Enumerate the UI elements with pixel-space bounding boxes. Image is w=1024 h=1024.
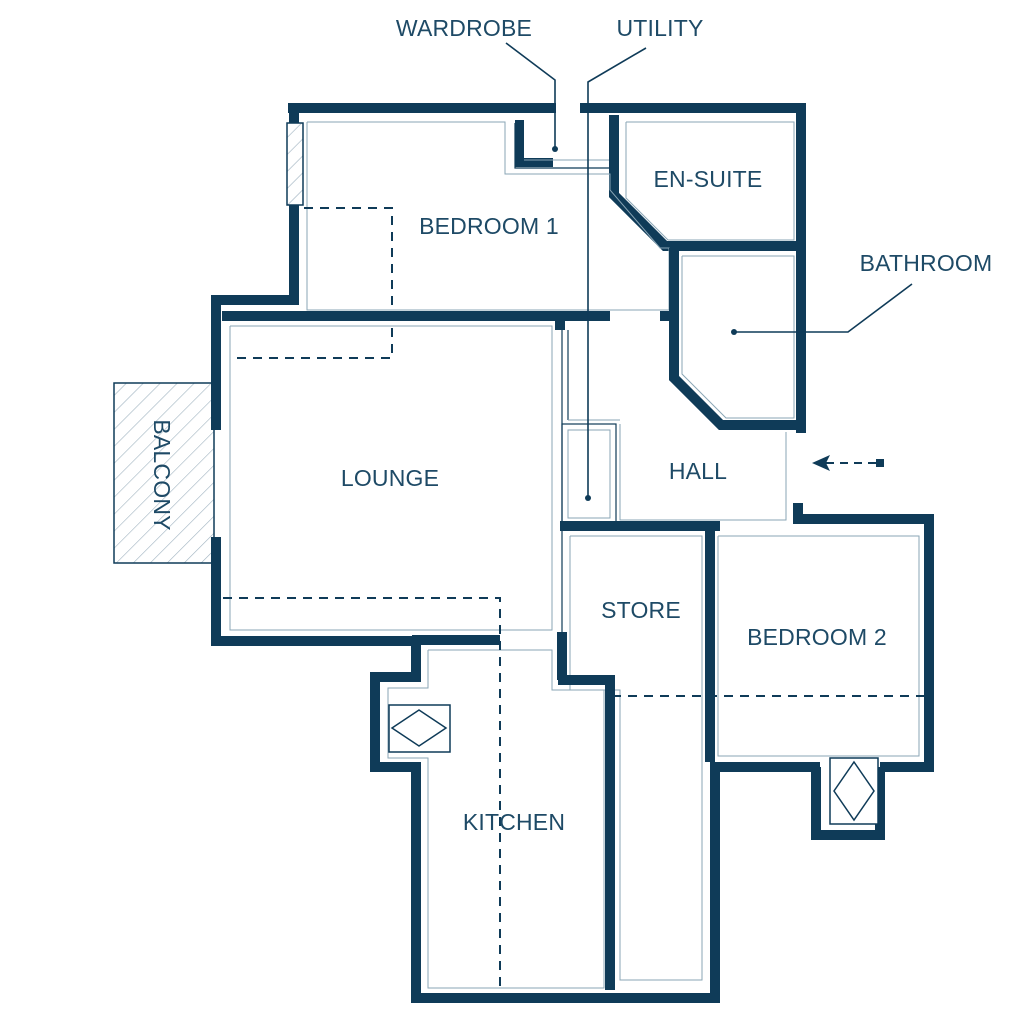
label-wardrobe: WARDROBE [396,15,532,41]
label-bathroom: BATHROOM [860,250,993,276]
bedroom2-window [829,757,879,825]
interior-walls [222,115,920,990]
label-bedroom1: BEDROOM 1 [419,213,559,239]
label-hall: HALL [669,458,727,484]
label-en-suite: EN-SUITE [654,166,763,192]
label-utility: UTILITY [616,15,703,41]
label-bedroom2: BEDROOM 2 [747,624,887,650]
dashed-lines [223,207,924,995]
entrance-arrow-icon [812,455,884,471]
leader-lines [505,42,913,501]
label-lounge: LOUNGE [341,465,439,491]
bedroom1-window [286,122,304,206]
outer-walls [211,103,934,1003]
label-balcony: BALCONY [149,419,175,530]
kitchen-window [388,704,451,753]
label-kitchen: KITCHEN [463,809,565,835]
label-store: STORE [601,597,681,623]
balcony [113,382,215,564]
